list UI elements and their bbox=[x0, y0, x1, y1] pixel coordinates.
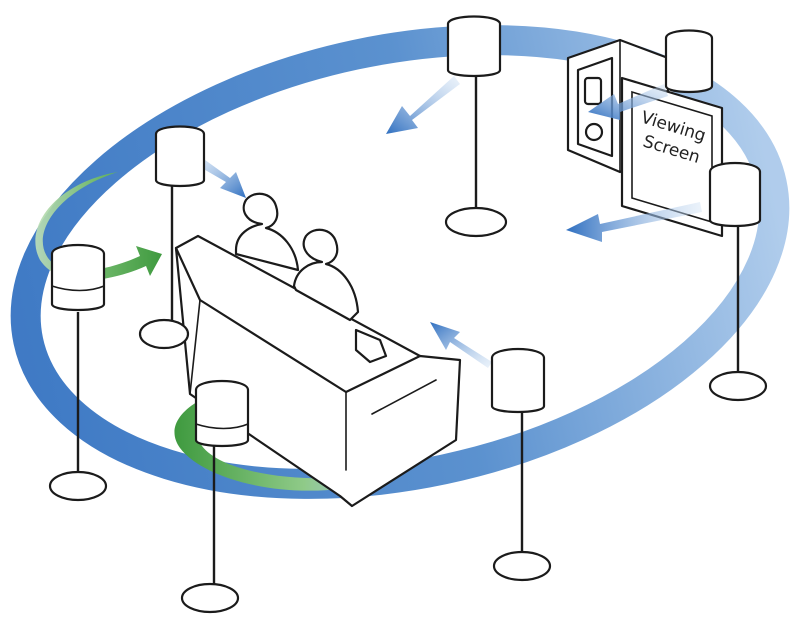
speaker-rear-left bbox=[180, 380, 250, 614]
speaker-front-left bbox=[138, 125, 206, 350]
sofa-icon bbox=[174, 234, 462, 508]
speaker-icon bbox=[50, 244, 106, 312]
speaker-side-left bbox=[48, 244, 108, 502]
speaker-rear-right bbox=[490, 348, 552, 582]
speaker-icon bbox=[194, 380, 250, 448]
projector-icon bbox=[576, 56, 614, 158]
side-surround-arc-left bbox=[35, 172, 162, 281]
speaker-icon bbox=[154, 125, 206, 188]
speaker-front-right bbox=[664, 29, 714, 94]
speaker-center bbox=[444, 15, 508, 238]
speaker-right bbox=[708, 162, 768, 402]
speaker-icon bbox=[446, 15, 502, 78]
speaker-icon bbox=[490, 348, 546, 414]
screen-icon: Viewing Screen bbox=[566, 38, 724, 238]
direction-arrow-rear-right bbox=[430, 322, 492, 368]
speaker-icon bbox=[664, 29, 714, 94]
direction-arrow-right bbox=[566, 202, 702, 242]
direction-arrow-center bbox=[386, 76, 460, 134]
surround-ring bbox=[10, 25, 790, 499]
speaker-icon bbox=[708, 162, 762, 228]
viewer-icon bbox=[234, 192, 388, 364]
direction-arrow-front-right bbox=[588, 84, 668, 120]
